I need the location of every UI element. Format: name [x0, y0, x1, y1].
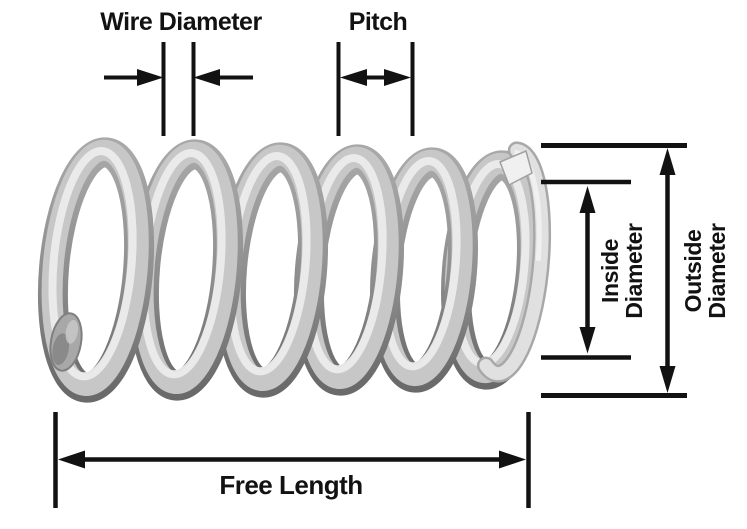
- pitch-dimension: [336, 42, 415, 136]
- arrowhead-right-icon: [384, 69, 411, 86]
- outside-diameter-dimension: [541, 143, 687, 398]
- free-length-label: Free Length: [219, 470, 363, 500]
- spring-coil-illustration: [37, 137, 552, 403]
- arrowhead-down-icon: [659, 366, 676, 393]
- spring-wire-end-left: [49, 312, 83, 372]
- arrowhead-down-icon: [579, 327, 596, 354]
- arrowhead-left-icon: [340, 69, 367, 86]
- dimension-annotations: [53, 42, 687, 508]
- free-length-dimension: [53, 412, 531, 508]
- arrowhead-left-icon: [58, 450, 85, 469]
- inside-diameter-dimension: [541, 179, 631, 360]
- wire-diameter-dimension: [104, 42, 253, 136]
- arrowhead-right-icon: [137, 69, 164, 86]
- wire-cut-face: [499, 149, 533, 187]
- arrowhead-left-icon: [193, 69, 220, 86]
- arrowhead-right-icon: [499, 450, 526, 469]
- spring-wire-end-right: [476, 141, 552, 383]
- wire-diameter-label: Wire Diameter: [100, 8, 262, 36]
- spring-coil: [37, 137, 155, 403]
- arrowhead-up-icon: [659, 148, 676, 175]
- pitch-label: Pitch: [348, 8, 408, 36]
- arrowhead-up-icon: [579, 186, 596, 213]
